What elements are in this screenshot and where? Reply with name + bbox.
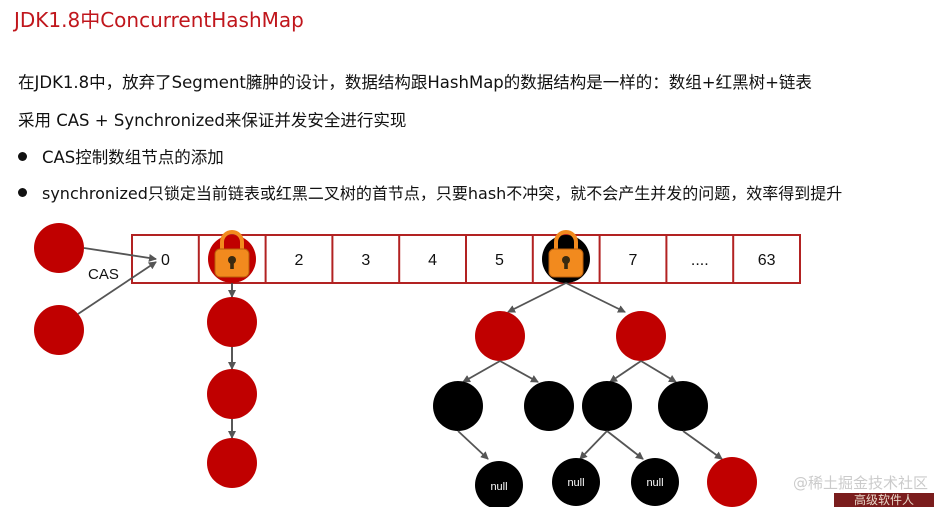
tree-edge (682, 430, 723, 460)
tree-edge (462, 360, 501, 383)
list-node-1 (207, 297, 257, 347)
tree-node-l1-right (616, 311, 666, 361)
tree-leaf-red-node (707, 457, 757, 507)
cas-label: CAS (88, 266, 119, 283)
tree-edge (640, 360, 677, 383)
tree-node-l2-4 (658, 381, 708, 431)
null-label: null (490, 481, 507, 493)
watermark-banner: 高级软件人 (834, 493, 934, 507)
tree-edge (579, 430, 608, 460)
tree-node-l1-left (475, 311, 525, 361)
lock-icon (548, 230, 584, 278)
list-node-2 (207, 369, 257, 419)
tree-node-l2-1 (433, 381, 483, 431)
tree-edge (606, 430, 644, 460)
bullet-item-cas: CAS控制数组节点的添加 (42, 148, 224, 167)
array-cell-label: 0 (161, 252, 170, 269)
tree-null-node-1 (475, 461, 523, 507)
incoming-node-bottom (34, 305, 84, 355)
tree-edge (609, 360, 642, 383)
tree-node-l2-2 (524, 381, 574, 431)
array-cell-label: 2 (295, 252, 304, 269)
array-cell-label: 63 (758, 252, 776, 269)
tree-edge-root-left (507, 282, 567, 313)
tree-null-node-2 (552, 458, 600, 506)
description-line-1: 在JDK1.8中，放弃了Segment臃肿的设计，数据结构跟HashMap的数据… (18, 73, 812, 92)
bullet-item-synchronized: synchronized只锁定当前链表或红黑二叉树的首节点，只要hash不冲突，… (42, 184, 843, 203)
tree-null-node-3 (631, 458, 679, 506)
cas-arrow-top (83, 247, 157, 262)
array-cell-label: 3 (361, 252, 370, 269)
array-cell-label: 5 (495, 252, 504, 269)
null-label: null (646, 477, 663, 489)
watermark-text: @稀土掘金技术社区 (792, 474, 928, 492)
tree-edge (499, 360, 539, 383)
array-cell-label: 4 (428, 252, 437, 269)
incoming-node-top (34, 223, 84, 273)
bullet-dot-1 (18, 152, 27, 161)
page-title: JDK1.8中ConcurrentHashMap (14, 8, 304, 32)
description-line-2: 采用 CAS + Synchronized来保证并发安全进行实现 (18, 111, 407, 130)
array-cell-label: 7 (629, 252, 638, 269)
tree-edge-root-right (565, 282, 626, 313)
array-cell-label: .... (691, 252, 709, 269)
list-node-3 (207, 438, 257, 488)
tree-node-l2-3 (582, 381, 632, 431)
cas-arrow-bottom (77, 261, 157, 315)
null-label: null (567, 477, 584, 489)
lock-icon (214, 230, 250, 278)
tree-edge (457, 430, 489, 460)
bullet-dot-2 (18, 188, 27, 197)
